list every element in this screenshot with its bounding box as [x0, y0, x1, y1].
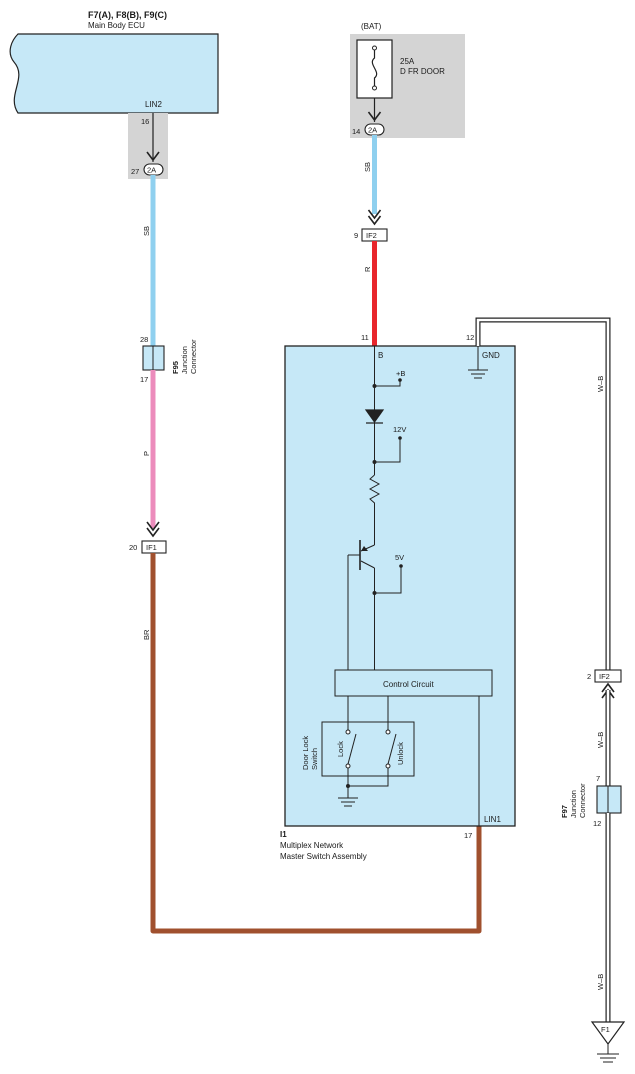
master-switch-name-line1: Multiplex Network [280, 841, 344, 850]
door-lock-switch-line1: Door Lock [301, 736, 310, 770]
if2-bottom-label: IF2 [599, 672, 610, 681]
5v-tap [374, 566, 402, 594]
5v-label: 5V [395, 553, 404, 562]
junction-2a-right-label: 2A [368, 126, 377, 135]
ecu-title: F7(A), F8(B), F9(C) [88, 10, 167, 20]
gnd-internal-icon [468, 369, 488, 379]
f97-id: F97 [560, 805, 569, 818]
if1-arrow-icon [146, 521, 160, 538]
wire-sb-left-label: SB [142, 226, 151, 236]
pin-gnd-label: GND [482, 351, 500, 360]
12v-label: 12V [393, 425, 406, 434]
master-switch-name-line2: Master Switch Assembly [280, 852, 367, 861]
lin1-pin: 17 [464, 831, 472, 840]
lock-switch-blade [347, 733, 357, 765]
plus-b-label: +B [396, 369, 405, 378]
wire-wb-upper-label: W–B [596, 376, 605, 392]
lock-label: Lock [336, 741, 345, 757]
12v-tap [374, 438, 401, 463]
unlock-label: Unlock [396, 742, 405, 765]
switch-common-line [347, 768, 389, 787]
pin-b-label: B [378, 351, 383, 360]
ground-point-triangle [590, 1021, 626, 1046]
unlock-switch-top-contact [385, 729, 391, 735]
ecu-pin-label: LIN2 [145, 100, 162, 109]
lock-switch-top-contact [345, 729, 351, 735]
if2-bottom-connector [594, 669, 622, 683]
wire-sb-right-label: SB [363, 162, 372, 172]
f97-name-line2: Connector [578, 783, 587, 818]
wire-r-label: R [363, 266, 372, 272]
wire-wb-lower-label: W–B [596, 974, 605, 990]
f97-pin-top: 7 [596, 774, 600, 783]
fuse-arrow-icon [367, 111, 382, 122]
transistor-arrow-icon [361, 546, 368, 551]
control-circuit-label: Control Circuit [383, 680, 434, 689]
f95-pin-top: 28 [140, 335, 148, 344]
if2-bottom-pin: 2 [587, 672, 591, 681]
wire-wb-upper-inner [476, 318, 610, 674]
12v-terminal [398, 436, 402, 440]
wire-br [150, 553, 482, 934]
f95-id: F95 [171, 361, 180, 374]
if2-top-arrow-icon [367, 209, 382, 226]
if1-label: IF1 [146, 543, 157, 552]
pin-gnd-number: 12 [466, 333, 474, 342]
fuse-icon [371, 48, 378, 88]
control-circuit-box [334, 669, 493, 697]
ecu-arrow-icon [146, 151, 160, 162]
ecu-pin-number: 16 [141, 117, 149, 126]
fuse-rating: 25A [400, 57, 415, 66]
junction-2a-right-pin: 14 [352, 127, 360, 136]
plus-b-terminal [398, 378, 402, 382]
resistor-icon [368, 474, 381, 545]
f97-name-line1: Junction [569, 790, 578, 818]
f97-connector-box [596, 785, 622, 814]
ground-point-label: F1 [601, 1025, 610, 1034]
fuse-terminal-bottom [372, 85, 377, 91]
wire-wb-mid-label: W–B [596, 732, 605, 748]
ecu-name: Main Body ECU [88, 21, 145, 30]
f97-pin-bottom: 12 [593, 819, 601, 828]
door-lock-switch-line2: Switch [310, 748, 319, 770]
wire-p-label: P [142, 451, 151, 456]
if1-pin: 20 [129, 543, 137, 552]
if2-top-pin: 9 [354, 231, 358, 240]
f95-name-line2: Connector [189, 339, 198, 374]
wire-br-label: BR [142, 629, 151, 640]
switch-ground-icon [338, 797, 358, 807]
door-lock-switch-box [321, 721, 415, 777]
main-body-ecu-box [9, 33, 219, 114]
ground-point-icon [597, 1053, 619, 1063]
fuse-terminal-top [372, 45, 377, 51]
battery-label: (BAT) [361, 22, 382, 31]
pin-b-number: 11 [361, 333, 369, 342]
f95-name-line1: Junction [180, 346, 189, 374]
unlock-switch-blade [387, 733, 397, 765]
5v-terminal [399, 564, 403, 568]
fuse-name: D FR DOOR [400, 67, 445, 76]
f95-pin-bottom: 17 [140, 375, 148, 384]
unlock-switch-bottom-contact [385, 763, 391, 769]
plus-b-tap [374, 380, 401, 387]
junction-2a-left-label: 2A [147, 166, 156, 175]
if2-top-label: IF2 [366, 231, 377, 240]
lin1-label: LIN1 [484, 815, 501, 824]
junction-2a-left-pin: 27 [131, 167, 139, 176]
lock-switch-bottom-contact [345, 763, 351, 769]
master-switch-id: I1 [280, 830, 287, 839]
